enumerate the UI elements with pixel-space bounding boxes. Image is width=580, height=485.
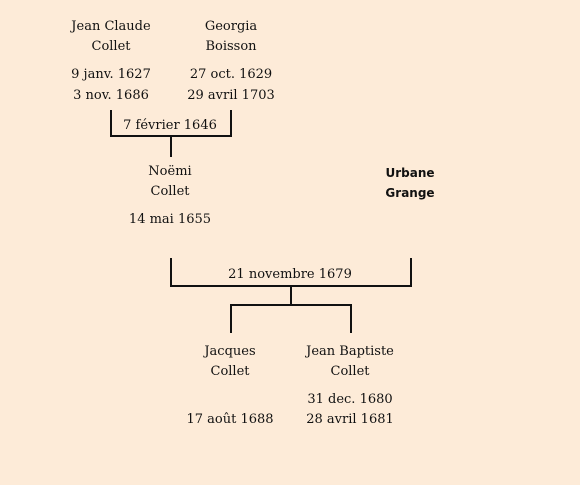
person-last-name: Collet — [330, 364, 370, 379]
person-last-name: Collet — [210, 364, 250, 379]
person-first-name: Urbane — [385, 166, 435, 180]
marriage-date: 21 novembre 1679 — [228, 267, 352, 282]
person-death-date: 3 nov. 1686 — [73, 88, 149, 103]
person-last-name: Collet — [91, 39, 131, 54]
person-birth-date: 14 mai 1655 — [128, 212, 212, 227]
person-first-name: Noëmi — [148, 164, 192, 179]
person-death-date: 29 avril 1703 — [187, 88, 275, 103]
person-first-name: Georgia — [204, 19, 258, 34]
person-first-name: Jean Claude — [71, 19, 151, 34]
person-last-name: Boisson — [205, 39, 257, 54]
person-death-date: 28 avril 1681 — [306, 412, 394, 427]
person-death-date: 17 août 1688 — [186, 412, 274, 427]
person-last-name: Collet — [150, 184, 190, 199]
children-bracket — [230, 304, 352, 333]
person-birth-date: 9 janv. 1627 — [71, 67, 151, 82]
person-birth-date: 27 oct. 1629 — [189, 67, 273, 82]
person-last-name: Grange — [385, 186, 435, 200]
person-birth-date: 31 dec. 1680 — [307, 392, 393, 407]
person-first-name: Jacques — [204, 344, 256, 359]
marriage-date: 7 février 1646 — [123, 118, 217, 133]
person-first-name: Jean Baptiste — [306, 344, 394, 359]
